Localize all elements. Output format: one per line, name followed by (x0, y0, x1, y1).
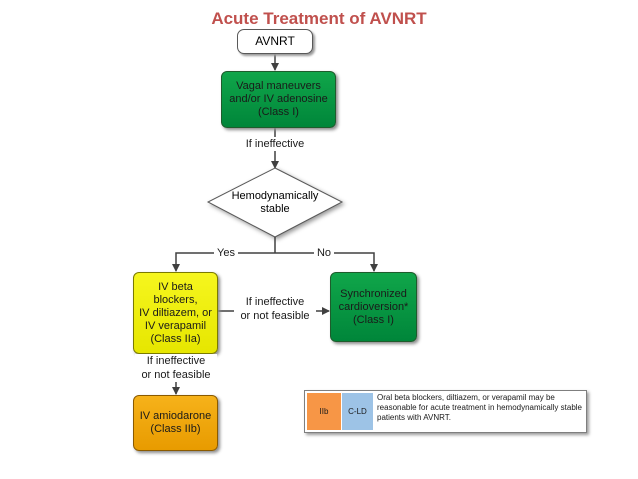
recommendation-box: IIb C-LD Oral beta blockers, diltiazem, … (304, 390, 587, 433)
synchronized-cardioversion-node: Synchronized cardioversion* (Class I) (330, 272, 417, 342)
edge-label-no: No (314, 246, 334, 260)
recommendation-text: Oral beta blockers, diltiazem, or verapa… (377, 393, 582, 422)
arrow-no-to-sync (275, 252, 378, 272)
edge-label-if-ineffective-or-not-feasible-middle: If ineffective or not feasible (234, 295, 316, 323)
hemodynamically-stable-label: Hemodynamically stable (231, 190, 319, 215)
edge-label-if-ineffective-or-not-feasible-left: If ineffective or not feasible (135, 354, 217, 382)
level-of-evidence-cell: C-LD (342, 393, 373, 430)
iv-beta-blockers-node: IV beta blockers, IV diltiazem, or IV ve… (133, 272, 218, 354)
edge-label-yes: Yes (214, 246, 238, 260)
diagram-title: Acute Treatment of AVNRT (211, 9, 427, 28)
arrow-yes-to-beta (172, 252, 275, 272)
edge-label-if-ineffective: If ineffective (238, 137, 312, 151)
avnrt-start-node: AVNRT (237, 29, 313, 54)
iv-amiodarone-node: IV amiodarone (Class IIb) (133, 395, 218, 451)
class-of-recommendation-cell: IIb (307, 393, 341, 430)
vagal-adenosine-node: Vagal maneuvers and/or IV adenosine (Cla… (221, 71, 336, 128)
